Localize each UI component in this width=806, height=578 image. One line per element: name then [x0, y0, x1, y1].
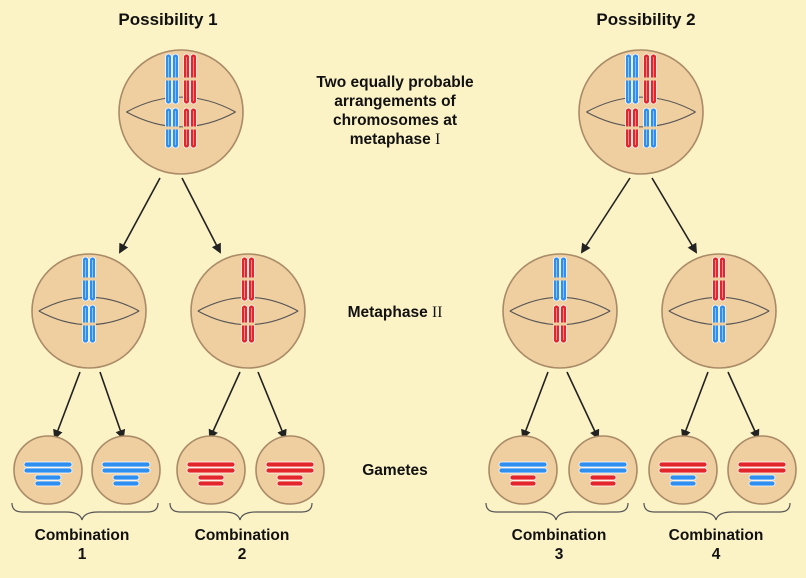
arrow: [727, 371, 760, 440]
metaphase-ii-cell-3-membrane: [502, 253, 618, 369]
gametes-label: Gametes: [362, 462, 428, 479]
chromosome: [82, 304, 96, 344]
metaphase-i-cell-possibility-2: [578, 49, 704, 175]
arrow: [257, 371, 287, 440]
gamete-cell: [568, 435, 638, 505]
arrow: [208, 371, 241, 440]
annotation-text: Two equally probable arrangements of chr…: [290, 73, 500, 149]
chromosome: [625, 107, 639, 149]
metaphase-ii-cell-4: [661, 253, 777, 369]
gamete-cell: [91, 435, 161, 505]
metaphase-ii-cell-1: [31, 253, 147, 369]
chromosome: [241, 256, 255, 302]
arrow: [566, 371, 600, 440]
bracket-combination-2: [169, 502, 313, 521]
arrow: [119, 177, 161, 254]
chromosome: [241, 304, 255, 344]
metaphase-ii-cell-1-membrane: [31, 253, 147, 369]
chromosome: [643, 53, 657, 105]
metaphase-ii-label: Metaphase II: [347, 304, 443, 321]
title-possibility-1: Possibility 1: [118, 10, 218, 29]
gamete-cell: [13, 435, 83, 505]
chromosome: [643, 107, 657, 149]
annotation-line-1: Two equally probable: [316, 74, 474, 91]
annotation-line-2: arrangements of: [334, 93, 456, 110]
bracket-combination-3: [485, 502, 629, 521]
annotation-line-3: chromosomes at: [332, 112, 458, 129]
arrow: [521, 371, 549, 440]
chromosome: [165, 107, 179, 149]
gamete-cell: [488, 435, 558, 505]
chromosome: [165, 53, 179, 105]
title-possibility-2: Possibility 2: [596, 10, 696, 29]
gamete-cell: [176, 435, 246, 505]
arrow: [99, 371, 126, 440]
roman-numeral-one: I: [435, 131, 441, 148]
roman-numeral-two: II: [432, 304, 443, 321]
cells: [13, 49, 797, 505]
metaphase-ii-cell-3: [502, 253, 618, 369]
arrow: [181, 177, 221, 254]
arrow: [651, 177, 698, 254]
chromosome: [183, 107, 197, 149]
arrows: [53, 177, 760, 440]
bracket-combination-1: [11, 502, 159, 521]
metaphase-ii-cell-2-membrane: [190, 253, 306, 369]
metaphase-ii-cell-4-membrane: [661, 253, 777, 369]
metaphase-i-cell-possibility-2-membrane: [578, 49, 704, 175]
chromosome: [183, 53, 197, 105]
chromosome: [553, 304, 567, 344]
chromosome: [712, 256, 726, 302]
chromosome: [553, 256, 567, 302]
brackets: [11, 502, 791, 521]
chromosome: [712, 304, 726, 344]
chromosome: [625, 53, 639, 105]
chromosome: [82, 256, 96, 302]
metaphase-i-cell-possibility-1-membrane: [118, 49, 244, 175]
gamete-cell: [727, 435, 797, 505]
arrow: [681, 371, 709, 440]
bracket-combination-4: [643, 502, 791, 521]
gamete-cell: [255, 435, 325, 505]
metaphase-i-cell-possibility-1: [118, 49, 244, 175]
arrow: [53, 371, 81, 440]
arrow: [580, 177, 631, 254]
annotation-line-4: metaphase I: [349, 131, 441, 148]
metaphase-ii-cell-2: [190, 253, 306, 369]
gamete-cell: [648, 435, 718, 505]
